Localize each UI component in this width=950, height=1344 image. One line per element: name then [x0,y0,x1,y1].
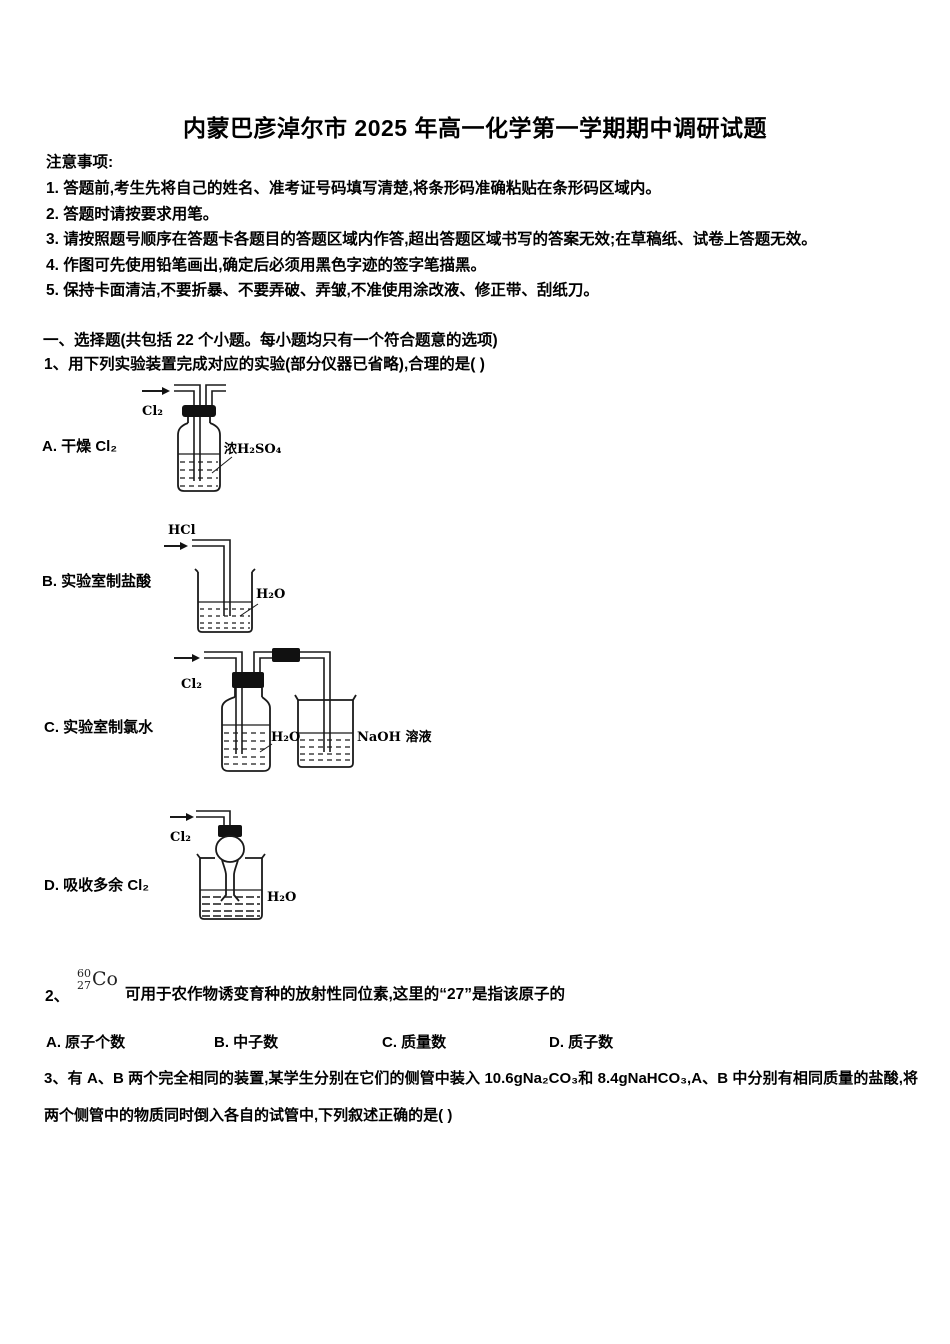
beaker [297,700,354,768]
funnel-stem [220,859,227,902]
question-2-text: 可用于农作物诱变育种的放射性同位素,这里的“27”是指该原子的 [125,986,566,1003]
notice-item: 2. 答题时请按要求用笔。 [46,205,219,223]
notice-item: 3. 请按照题号顺序在答题卡各题目的答题区域内作答,超出答题区域书写的答案无效;… [46,231,817,249]
question-2-options: A. 原子个数 B. 中子数 C. 质量数 D. 质子数 [0,1031,950,1053]
beaker-liquid-label: NaOH 溶液 [357,729,431,745]
stopper [182,405,216,417]
beaker [197,572,253,633]
bottle-liquid-label: H₂O [271,730,300,745]
question-1-text: 1、用下列实验装置完成对应的实验(部分仪器已省略),合理的是( ) [44,356,485,373]
question-2-number: 2、 [45,988,70,1005]
liquid-shading [180,461,218,487]
isotope-symbol: Co [92,968,118,990]
page-title: 内蒙巴彦淖尔市 2025 年高一化学第一学期期中调研试题 [183,115,767,141]
gas-inlet-arrow-icon [174,654,200,662]
q1-option-b-label: B. 实验室制盐酸 [42,573,152,590]
bottle-liquid-shading [224,732,268,765]
gas-label: Cl₂ [170,830,191,845]
isotope-atomic-number: 27 [77,978,91,992]
diagram-c-chlorine-water-setup: Cl₂ H₂O NaOH 溶液 [174,648,431,772]
funnel-bulb [215,835,245,863]
gas-inlet-arrow-icon [142,387,170,395]
question-3-text: 3、有 A、B 两个完全相同的装置,某学生分别在它们的侧管中装入 10.6gNa… [44,1070,918,1124]
q1-option-c-label: C. 实验室制氯水 [44,719,154,736]
gas-label: Cl₂ [142,404,163,419]
diagram-d-funnel-absorption: Cl₂ H₂O [170,810,296,920]
bottle [221,696,271,772]
q2-option-a: A. 原子个数 [46,1034,126,1051]
q2-option-b: B. 中子数 [214,1034,279,1051]
liquid-label: H₂O [267,890,296,905]
notices-heading: 注意事项: [46,154,114,171]
liquid-shading [200,608,250,629]
stopper [232,672,264,688]
q2-option-c: C. 质量数 [382,1034,447,1051]
gas-label: HCl [168,523,196,538]
diagram-b-hcl-into-water: HCl H₂O [164,523,285,633]
q1-option-d-label: D. 吸收多余 Cl₂ [44,877,150,894]
reagent-label: 浓H₂SO₄ [224,441,282,457]
rubber-connector [272,648,300,662]
notice-item: 5. 保持卡面清洁,不要折暴、不要弄破、弄皱,不准使用涂改液、修正带、刮纸刀。 [46,282,599,300]
section-1-heading: 一、选择题(共包括 22 个小题。每小题均只有一个符合题意的选项) [43,332,498,349]
diagram-a-gas-washing-bottle: Cl₂ 浓H₂SO₄ [142,384,282,492]
q1-option-a-label: A. 干燥 Cl₂ [42,438,118,455]
liquid-label: H₂O [256,587,285,602]
stopper [218,825,242,837]
gas-label: Cl₂ [181,677,202,692]
liquid-shading [202,896,260,917]
notice-item: 1. 答题前,考生先将自己的姓名、准考证号码填写清楚,将条形码准确粘贴在条形码区… [46,180,661,197]
notice-item: 4. 作图可先使用铅笔画出,确定后必须用黑色字迹的签字笔描黑。 [46,256,487,274]
beaker-liquid-shading [300,739,351,761]
isotope-mass-number: 60 [77,967,91,980]
gas-inlet-arrow-icon [170,813,194,821]
isotope-notation-co-60: 60 27 Co [77,968,118,991]
gas-inlet-arrow-icon [164,542,188,550]
notices-list: 1. 答题前,考生先将自己的姓名、准考证号码填写清楚,将条形码准确粘贴在条形码区… [46,176,926,304]
q2-option-d: D. 质子数 [549,1034,614,1051]
beaker [199,858,263,920]
